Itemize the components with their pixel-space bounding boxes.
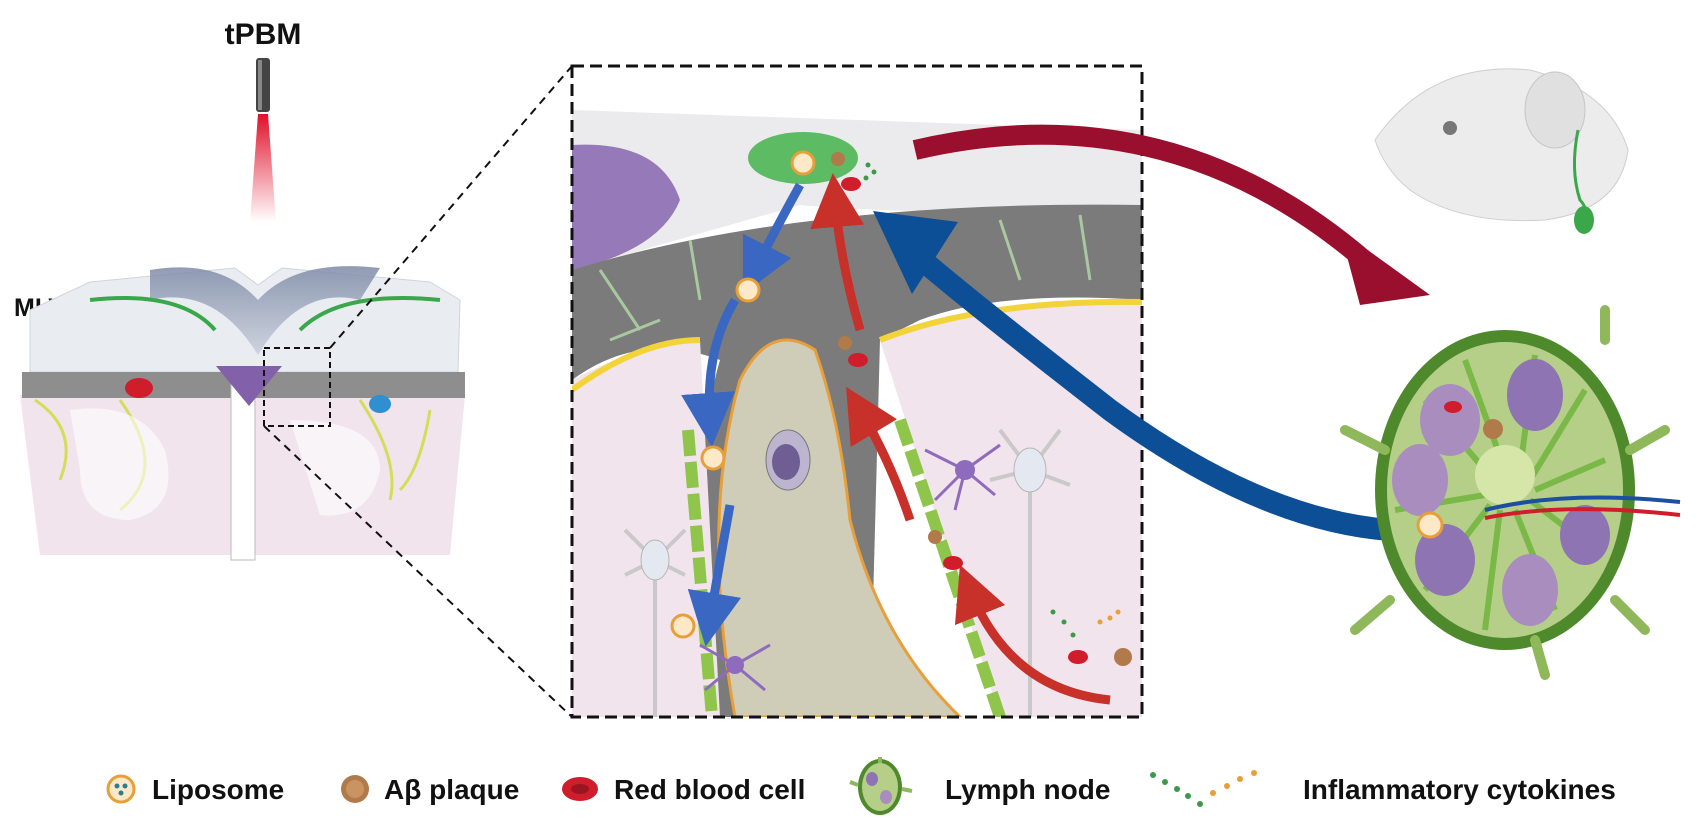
cytokines-icon [1150, 770, 1257, 807]
cytokine-dots [863, 162, 1121, 638]
vein-icon [369, 395, 391, 413]
mouse-icon [1374, 68, 1629, 234]
lymph-node-icon [849, 757, 913, 815]
legend-item-rbc: Red blood cell [562, 774, 805, 805]
lymph-node-panel [873, 68, 1681, 680]
legend-label: Inflammatory cytokines [1303, 774, 1616, 805]
red-blood-cells [841, 177, 1088, 664]
zoom-frame [570, 64, 1144, 719]
legend-item-lymph: Lymph node [849, 757, 1110, 815]
microglia-icon [924, 443, 1001, 511]
liposome-delivery-arrow [892, 232, 1391, 541]
legend: Liposome Aβ plaque Red blood cell Lymph … [106, 757, 1616, 815]
lymph-node-icon [1340, 305, 1681, 680]
liposome-particles [670, 150, 816, 639]
legend-label: Liposome [152, 774, 284, 805]
sinus-triangle [216, 366, 282, 406]
legend-item-liposome: Liposome [106, 774, 284, 805]
laser-beam [250, 114, 276, 222]
zoom-region-box [263, 347, 331, 427]
legend-label: Aβ plaque [384, 774, 519, 805]
liposome-icon [106, 774, 136, 804]
drainage-to-lymph-arrow [912, 124, 1377, 273]
tpbm-label: tPBM [225, 18, 302, 51]
clearance-arrow-blue-1 [742, 182, 804, 295]
legend-label: Red blood cell [614, 774, 805, 805]
abeta-particles [831, 152, 1132, 666]
legend-label: Lymph node [945, 774, 1110, 805]
sinus-region [572, 144, 680, 270]
zoom-panel [570, 64, 1144, 719]
legend-item-cytokines: Inflammatory cytokines [1150, 770, 1616, 807]
neuron-icon [989, 428, 1071, 717]
brain-section-panel: tPBM MLVs [14, 18, 573, 718]
laser-device-icon [250, 58, 276, 222]
artery-icon [125, 378, 153, 398]
drainage-arrow-red-1 [810, 173, 865, 332]
legend-item-abeta: Aβ plaque [341, 774, 519, 805]
